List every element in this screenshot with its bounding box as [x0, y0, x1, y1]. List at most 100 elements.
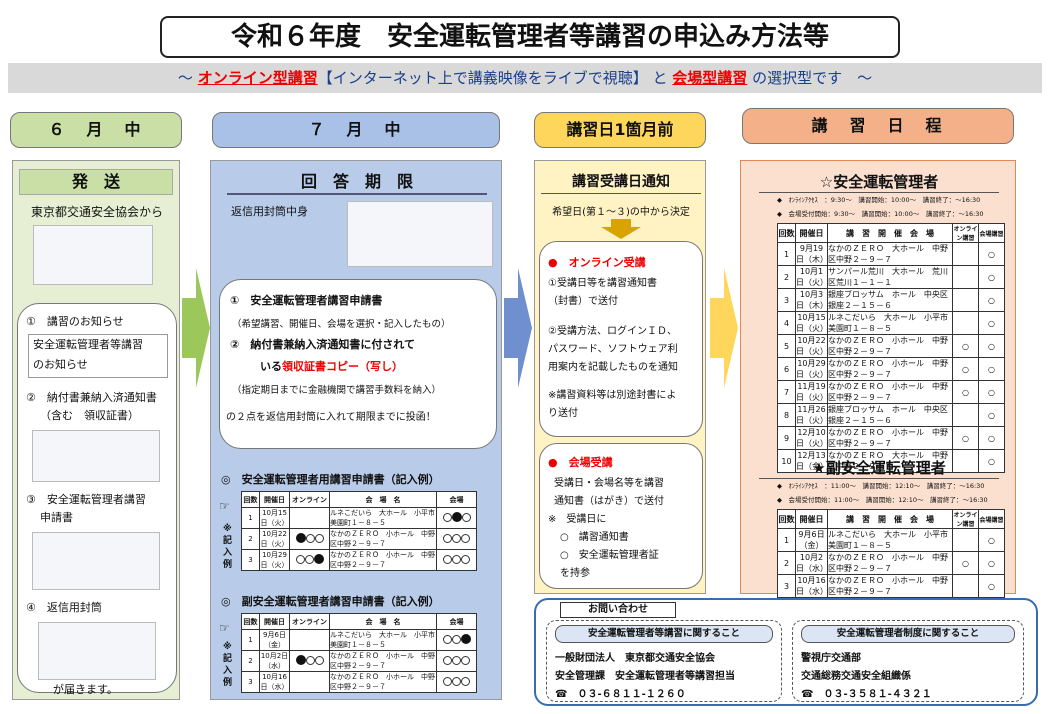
payment-slip-image — [32, 430, 160, 482]
venue-box: ● 会場受講 受講日・会場名等を講習 通知書（はがき）で送付 ※ 受講日に ○ … — [539, 443, 703, 589]
return-contents-image — [347, 201, 493, 267]
ex2-cell-venue: なかのＺＥＲＯ 小ホール 中野区中野２－９－７ — [329, 671, 437, 693]
cell-date: 10月16日（水） — [795, 574, 828, 598]
s1-info1: ◆ ｵﾝﾗｲﾝｱｸｾｽ ：9:30～ 講習開始：10:00～ 講習終了：～16:… — [777, 196, 981, 204]
ex1-cell-num: 2 — [241, 528, 260, 550]
cell-online — [952, 242, 979, 266]
cell-online: ○ — [952, 380, 979, 404]
col1-item3: ③ 安全運転管理者講習 — [26, 493, 146, 506]
table-row: 2 10月22日（火） なかのＺＥＲＯ 小ホール 中野区中野２－９－７ — [241, 528, 477, 550]
cell-venue: なかのＺＥＲＯ 小ホール 中野区中野２－９－７ — [827, 357, 953, 381]
cell-num: 2 — [777, 551, 796, 575]
cell-online — [952, 288, 979, 312]
ex1-table: 回数 開催日 オンライン 会 場 名 会場 1 10月15日（火） ルネこだいら… — [241, 491, 477, 571]
col2-l3: ② 納付書兼納入済通知書に付されて — [230, 338, 415, 351]
s2-info1: ◆ ｵﾝﾗｲﾝｱｸｾｽ ：11:00～ 講習開始：12:10～ 講習終了：～16… — [777, 482, 985, 490]
col1-item2b: （含む 領収証書） — [40, 409, 139, 422]
contact-b1: 警視庁交通部 — [801, 653, 861, 664]
ex2-cell-num: 3 — [241, 671, 260, 693]
cell-date: 10月22日（火） — [795, 334, 828, 358]
cell-venue: サンパール荒川 大ホール 荒川区荒川１－１－１ — [827, 265, 953, 289]
col3-title: 講習受講日通知 — [541, 171, 701, 194]
contact-b-head: 安全運転管理者制度に関すること — [801, 625, 1015, 643]
online-l1: ①受講日等を講習通知書 — [548, 278, 657, 289]
venue-l1: 受講日・会場名等を講習 — [554, 478, 664, 489]
online-l7: り送付 — [548, 408, 578, 419]
ex2-header-0: 回数 — [241, 613, 260, 630]
ex1-cell-online — [289, 507, 330, 529]
banner-and: と — [652, 69, 668, 87]
col1-item3b: 申請書 — [40, 511, 73, 524]
contact-head: お問い合わせ — [560, 602, 676, 618]
cell-online — [952, 528, 979, 552]
cell-online: ○ — [952, 357, 979, 381]
cell-venue-mark: ○ — [978, 334, 1005, 358]
cell-venue: ルネこだいら 大ホール 小平市美園町１－８－５ — [827, 528, 953, 552]
ex2-cell-mark — [436, 671, 477, 693]
ex2-cell-num: 2 — [241, 650, 260, 672]
contact-a: 安全運転管理者等講習に関すること 一般財団法人 東京都交通安全協会 安全管理課 … — [546, 620, 782, 702]
arrow-right-icon — [504, 268, 532, 388]
ex1-cell-num: 1 — [241, 507, 260, 529]
ex1-header-0: 回数 — [241, 491, 260, 508]
online-l6: ※講習資料等は別途封書によ — [548, 390, 677, 401]
banner-suffix: の選択型です ～ — [752, 69, 873, 87]
envelope-image — [33, 225, 153, 285]
cell-venue-mark: ○ — [978, 265, 1005, 289]
contact-b: 安全運転管理者制度に関すること 警視庁交通部 交通総務交通安全組織係 ☎ ０３-… — [792, 620, 1024, 702]
ex2-cell-date: 10月16日（水） — [259, 671, 290, 693]
cell-date: 10月1日（火） — [795, 265, 828, 289]
table-row: 3 10月29日（火） なかのＺＥＲＯ 小ホール 中野区中野２－９－７ — [241, 549, 477, 571]
ex1-header-1: 開催日 — [259, 491, 290, 508]
cell-venue-mark: ○ — [978, 242, 1005, 266]
table-row: 1 10月15日（火） ルネこだいら 大ホール 小平市美園町１－８－５ — [241, 507, 477, 529]
col3-head: 講習日1箇月前 — [534, 112, 706, 148]
col1-cloud: ① 講習のお知らせ 安全運転管理者等講習 のお知らせ ② 納付書兼納入済通知書 … — [17, 303, 177, 693]
s1-header-1: 開催日 — [795, 223, 828, 243]
cell-num: 1 — [777, 528, 796, 552]
col2-l4: いる領収証書コピー（写し） — [260, 358, 403, 374]
cell-num: 4 — [777, 311, 796, 335]
col1-panel: 発 送 東京都交通安全協会から ① 講習のお知らせ 安全運転管理者等講習 のお知… — [12, 160, 180, 700]
s2-header-3: オンライン講習 — [952, 509, 979, 529]
pointing-hand-icon: ☞ — [219, 621, 230, 635]
ex1-cell-venue: ルネこだいら 大ホール 小平市美園町１－８－５ — [329, 507, 437, 529]
ex2-cell-online — [289, 671, 330, 693]
cell-num: 9 — [777, 426, 796, 450]
venue-l5: ○ 安全運転管理者証 — [560, 550, 659, 561]
return-envelope-image — [38, 622, 156, 680]
online-box: ● オンライン受講 ①受講日等を講習通知書 （封書）で送付 ②受講方法、ログイン… — [539, 241, 703, 437]
ex2-cell-mark — [436, 650, 477, 672]
cell-online: ○ — [952, 551, 979, 575]
cell-venue: ルネこだいら 大ホール 小平市美園町１－８－５ — [827, 311, 953, 335]
col1-head: ６ 月 中 — [10, 112, 182, 148]
col2-title: 回 答 期 限 — [227, 169, 487, 195]
arrow-right-icon — [182, 268, 210, 388]
col4-panel: ☆安全運転管理者 ◆ ｵﾝﾗｲﾝｱｸｾｽ ：9:30～ 講習開始：10:00～ … — [740, 160, 1016, 598]
col1-footer: が届きます。 — [53, 683, 118, 696]
ex2-header-3: 会 場 名 — [329, 613, 437, 630]
cell-online: ○ — [952, 426, 979, 450]
ex1-cell-date: 10月22日（火） — [259, 528, 290, 550]
ex2-header-1: 開催日 — [259, 613, 290, 630]
cell-venue-mark: ○ — [978, 403, 1005, 427]
cell-venue: なかのＺＥＲＯ 小ホール 中野区中野２－９－７ — [827, 574, 953, 598]
table-row: 2 10月2日（水） なかのＺＥＲＯ 小ホール 中野区中野２－９－７ — [241, 650, 477, 672]
cell-venue-mark: ○ — [978, 528, 1005, 552]
ex1-header-2: オンライン — [289, 491, 330, 508]
arrow-right-icon — [710, 268, 738, 388]
cell-online — [952, 574, 979, 598]
col2-head: ７ 月 中 — [212, 112, 500, 148]
s1-info2: ◆ 会場受付開始：9:30～ 講習開始：10:00～ 講習終了：～16:30 — [777, 210, 984, 218]
banner-online-desc: 【インターネット上で講義映像をライブで視聴】 — [317, 69, 648, 87]
cell-date: 12月10日（火） — [795, 426, 828, 450]
ex2-side-label: ※記入例 — [223, 642, 233, 688]
ex2-cell-online — [289, 650, 330, 672]
ex1-cell-mark — [436, 507, 477, 529]
